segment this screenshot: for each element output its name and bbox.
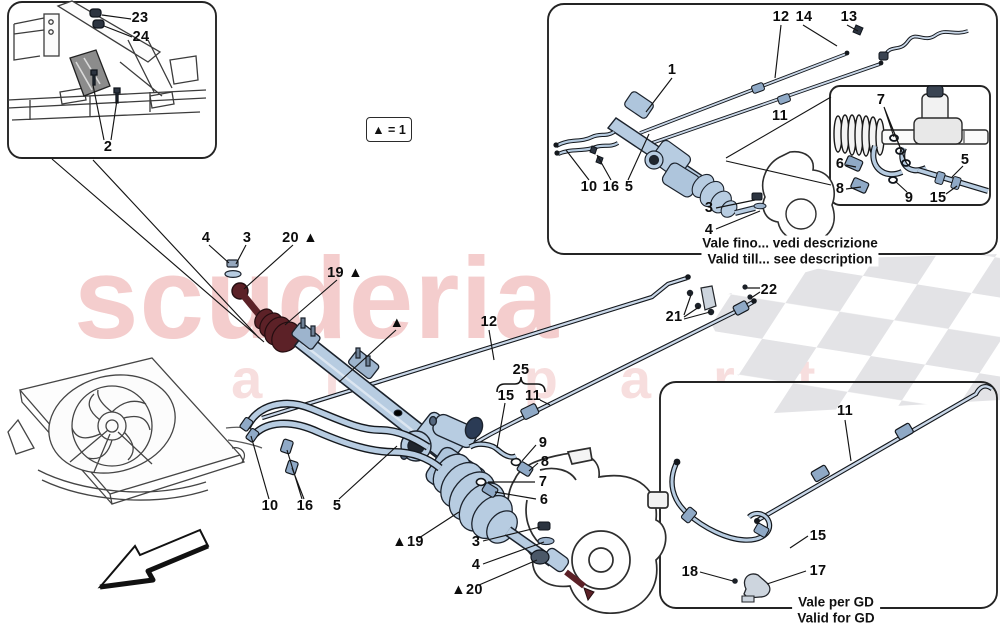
callout-label: 14 (795, 9, 813, 25)
callout-label: 4 (201, 230, 211, 246)
callout-label: ▲ (389, 315, 405, 331)
radiator-fan-drawing (7, 357, 263, 505)
gd-pipes-drawing (669, 384, 994, 603)
callout-label: 2 (103, 139, 113, 155)
callout-label: 4 (471, 557, 481, 573)
callout-label: 12 (772, 9, 790, 25)
callout-label: 15 (929, 190, 947, 206)
rack-hoses-drawing (239, 399, 443, 476)
callout-label: 9 (538, 435, 548, 451)
callout-label: 11 (837, 403, 853, 419)
legend-label: ▲ = 1 (372, 122, 406, 137)
note-valid-till-en: Valid till... see description (701, 251, 879, 267)
leader-lines (51, 14, 964, 586)
callout-label: 21 (665, 309, 683, 325)
callout-label: 16 (602, 179, 620, 195)
callout-label: 3 (242, 230, 252, 246)
inset-bottomright-bg (660, 382, 997, 608)
callout-label: ▲20 (451, 582, 483, 598)
callout-label: 11 (525, 388, 541, 404)
inset-topleft-border (7, 1, 217, 159)
callout-label: 3 (704, 200, 714, 216)
callout-label: 8 (835, 181, 845, 197)
checkered-flag-watermark (700, 254, 1000, 414)
note-valid-till-it: Vale fino... vedi descrizione (696, 235, 884, 251)
legend-box: ▲ = 1 (366, 117, 412, 142)
callout-label: 5 (960, 152, 970, 168)
callout-label: 23 (131, 10, 149, 26)
callout-label: 17 (809, 563, 827, 579)
callout-label: 10 (261, 498, 279, 514)
callout-label: 15 (809, 528, 827, 544)
detail-inset-box (829, 85, 991, 206)
callout-label: 13 (840, 9, 858, 25)
callout-label: 1 (667, 62, 677, 78)
callout-label: 9 (904, 190, 914, 206)
knuckle-drawing (507, 447, 669, 614)
callout-label: 22 (760, 282, 778, 298)
callout-label: 18 (681, 564, 699, 580)
direction-arrow-icon (97, 528, 210, 590)
callout-label: 8 (540, 454, 550, 470)
note-valid-gd-en: Valid for GD (791, 610, 881, 624)
callout-label: 20 ▲ (282, 230, 318, 246)
callout-label: 6 (539, 492, 549, 508)
callout-label: 11 (772, 108, 788, 124)
brace-25 (496, 376, 546, 393)
callout-label: 7 (876, 92, 886, 108)
callout-label: 3 (471, 534, 481, 550)
callout-label: ▲19 (392, 534, 424, 550)
callout-label: 7 (538, 474, 548, 490)
callout-label: 5 (332, 498, 342, 514)
detail-fittings-drawing (833, 85, 989, 194)
callout-label: 24 (132, 29, 150, 45)
callout-label: 12 (480, 314, 498, 330)
steering-rack-drawing (224, 259, 595, 602)
chassis-detail-drawing (7, 0, 207, 121)
callout-label: 10 (580, 179, 598, 195)
callout-label: 19 ▲ (327, 265, 363, 281)
note-valid-gd-it: Vale per GD (792, 594, 880, 610)
callout-label: 6 (835, 156, 845, 172)
inset-topleft-bg (8, 2, 216, 158)
callout-label: 4 (704, 222, 714, 238)
callout-label: 15 (497, 388, 515, 404)
callout-label: 25 (512, 362, 530, 378)
callout-label: 16 (296, 498, 314, 514)
callout-label: 5 (624, 179, 634, 195)
